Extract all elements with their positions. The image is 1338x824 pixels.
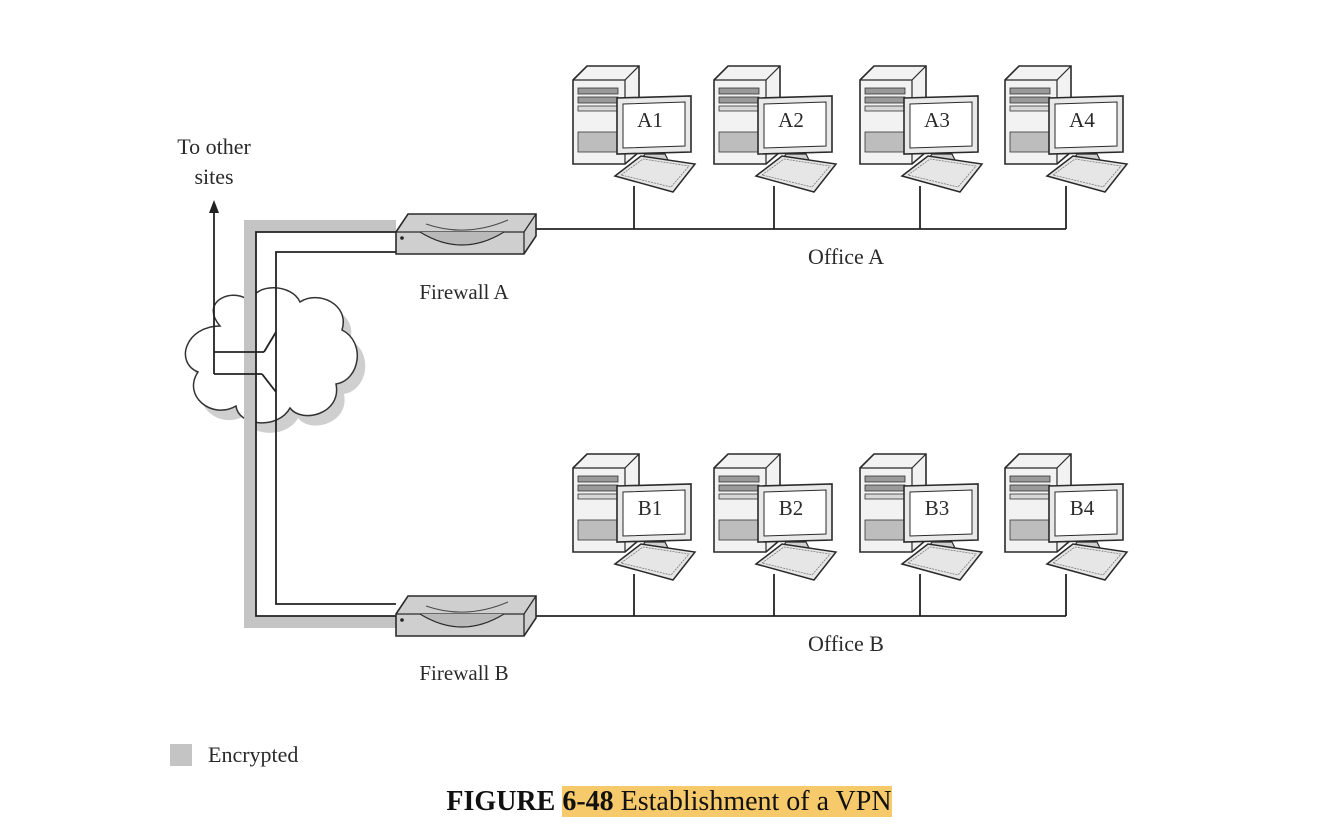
legend-swatch: [170, 744, 192, 766]
computer-label: B1: [638, 496, 663, 520]
computer-label: A2: [778, 108, 804, 132]
computer-b3: B3: [859, 453, 983, 581]
caption-figure-number: 6-48: [562, 786, 614, 817]
computer-a3: A3: [859, 65, 983, 193]
encrypted-tunnel: [244, 220, 396, 628]
firewall-a-icon: [395, 213, 537, 255]
to-other-sites-label-line1: To other: [177, 134, 251, 159]
computer-label: A3: [924, 108, 950, 132]
computer-icon: [859, 453, 983, 581]
computer-b1: B1: [572, 453, 696, 581]
computer-label: B4: [1070, 496, 1095, 520]
computer-label: B3: [925, 496, 950, 520]
legend: Encrypted: [170, 742, 298, 767]
firewall-b-label: Firewall B: [419, 661, 508, 685]
legend-label: Encrypted: [208, 742, 298, 767]
computer-icon: [1004, 65, 1128, 193]
computer-icon: [1004, 453, 1128, 581]
computer-a4: A4: [1004, 65, 1128, 193]
caption-title-space: [613, 786, 621, 817]
computer-label: B2: [779, 496, 804, 520]
office-b-label: Office B: [808, 631, 884, 656]
caption-figure-word: FIGURE: [446, 786, 556, 817]
arrow-up-icon: [209, 200, 219, 213]
computer-b2: B2: [713, 453, 837, 581]
to-other-sites-label-line2: sites: [194, 164, 233, 189]
computer-a1: A1: [572, 65, 696, 193]
cloud-icon: [184, 287, 366, 433]
internet-links: [213, 212, 277, 393]
caption-title: Establishment of a VPN: [620, 786, 892, 817]
firewall-b-icon: [395, 595, 537, 637]
firewall-a-label: Firewall A: [419, 280, 509, 304]
figure-caption: FIGURE 6-48 Establishment of a VPN: [0, 786, 1338, 818]
computer-icon: [572, 453, 696, 581]
computer-a2: A2: [713, 65, 837, 193]
office-a-label: Office A: [808, 244, 884, 269]
computer-icon: [713, 65, 837, 193]
computer-icon: [859, 65, 983, 193]
computer-label: A4: [1069, 108, 1095, 132]
computer-icon: [713, 453, 837, 581]
office-b-lan: [534, 574, 1067, 617]
computer-icon: [572, 65, 696, 193]
office-a-lan: [534, 186, 1067, 230]
computer-b4: B4: [1004, 453, 1128, 581]
computer-label: A1: [637, 108, 663, 132]
